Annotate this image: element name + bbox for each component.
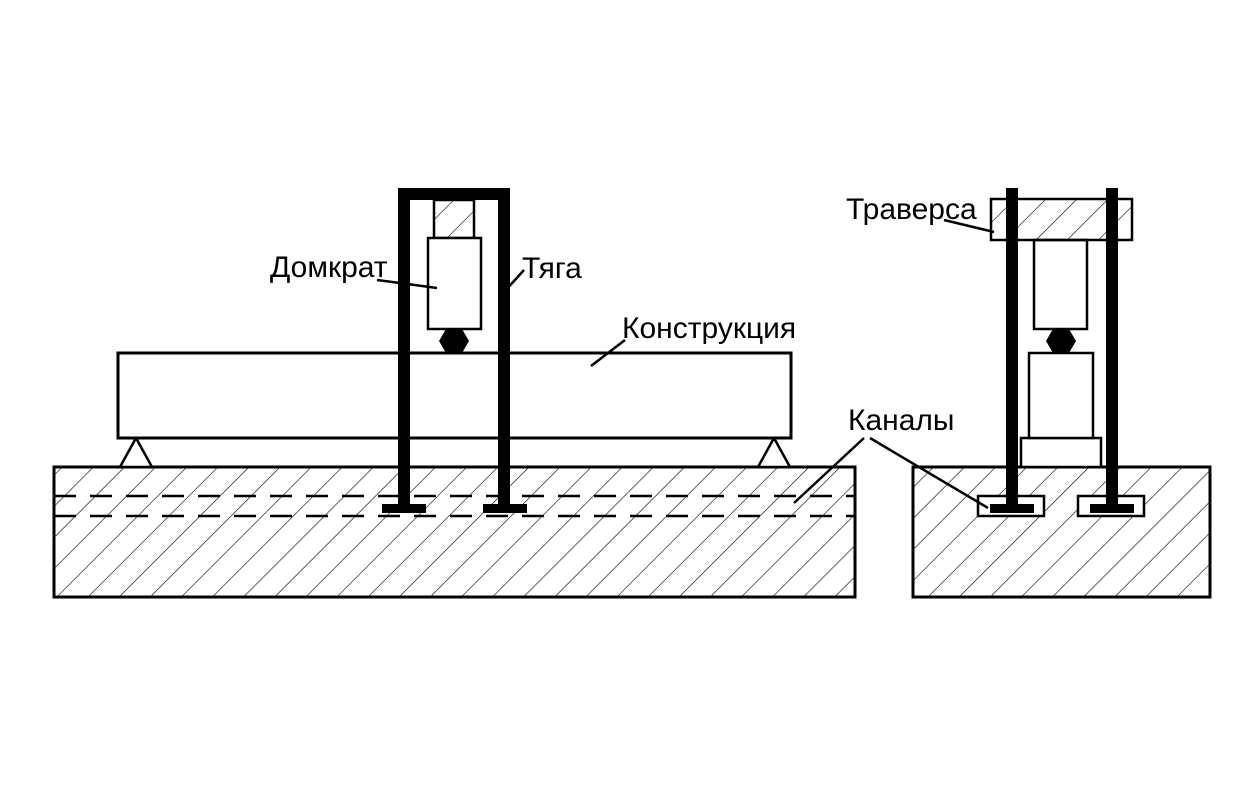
structure-beam xyxy=(116,351,793,440)
leader-rod xyxy=(503,269,525,293)
rod-left xyxy=(398,188,410,508)
leader-jack xyxy=(376,278,438,290)
structure-section xyxy=(1027,351,1095,440)
anchor-plate-side-right xyxy=(1090,504,1134,513)
label-jack: Домкрат xyxy=(270,251,388,284)
anchor-plate-left xyxy=(382,504,426,513)
leader-structure xyxy=(590,339,626,367)
support-left xyxy=(117,435,155,469)
leader-channels-2 xyxy=(869,436,989,510)
spacer-block xyxy=(432,198,476,240)
label-rod: Тяга xyxy=(522,252,582,285)
ball-hinge xyxy=(439,329,469,353)
foundation-slab-right xyxy=(911,465,1212,599)
rod-side-right xyxy=(1106,188,1118,508)
jack-body xyxy=(426,236,483,331)
base-block xyxy=(1019,436,1103,469)
front-view: Домкрат Тяга Конструкция xyxy=(52,188,857,599)
label-structure: Конструкция xyxy=(622,312,796,345)
anchor-plate-side-left xyxy=(990,504,1034,513)
label-channels: Каналы xyxy=(848,404,954,437)
ball-hinge-side xyxy=(1046,329,1076,353)
support-right xyxy=(755,435,793,469)
frame-top-bar xyxy=(398,188,510,200)
foundation-slab-left xyxy=(52,465,857,599)
leader-traverse xyxy=(943,218,995,234)
leader-channels xyxy=(793,437,865,504)
jack-body-side xyxy=(1032,238,1089,331)
rod-right xyxy=(498,188,510,508)
rod-side-left xyxy=(1006,188,1018,508)
anchor-plate-right xyxy=(483,504,527,513)
label-traverse: Траверса xyxy=(846,193,977,226)
side-view: Траверса Каналы xyxy=(793,188,1212,599)
